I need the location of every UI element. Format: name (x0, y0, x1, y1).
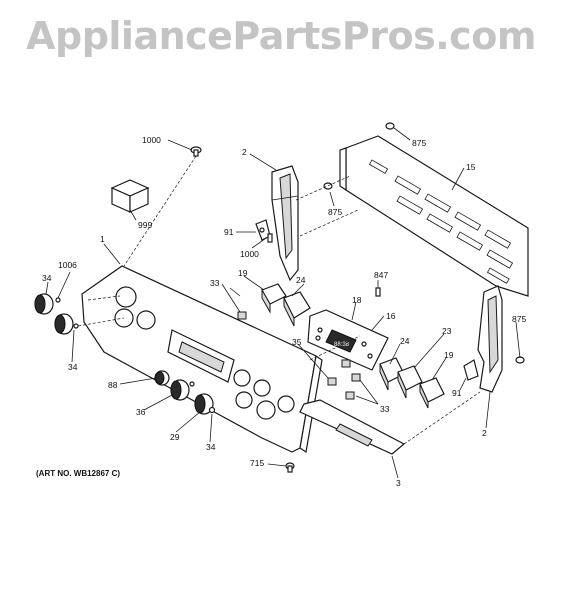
callout-33-top: 33 (210, 278, 220, 288)
callout-875-top: 875 (412, 138, 426, 148)
callout-24-mid: 24 (400, 336, 410, 346)
clip-35-a (327, 377, 337, 386)
callout-19-top: 19 (238, 268, 248, 278)
electronic-control-board: 88:88 (307, 309, 389, 371)
callout-29: 29 (170, 432, 180, 442)
box-999 (110, 179, 150, 213)
callout-34-left: 34 (42, 273, 52, 283)
callout-1000-mid: 1000 (240, 249, 259, 259)
callout-15: 15 (466, 162, 476, 172)
callout-18: 18 (352, 295, 362, 305)
callout-24-top: 24 (296, 275, 306, 285)
callout-36: 36 (136, 407, 146, 417)
lower-trim-strip (299, 399, 406, 455)
right-end-cap (477, 285, 503, 393)
screw-34-left (73, 323, 79, 329)
screw-1006 (55, 297, 61, 303)
clip-33-bottom-a (345, 391, 355, 400)
callout-847: 847 (374, 270, 388, 280)
callout-715: 715 (250, 458, 264, 468)
callout-875-mid: 875 (328, 207, 342, 217)
clip-33-top (237, 311, 247, 320)
callout-33-bottom: 33 (380, 404, 390, 414)
screw-875-top (385, 122, 395, 130)
callout-1000-top: 1000 (142, 135, 161, 145)
callout-23: 23 (442, 326, 452, 336)
callout-91-right: 91 (452, 388, 462, 398)
callout-35: 35 (292, 337, 302, 347)
watermark-text: AppliancePartsPros.com (26, 14, 536, 58)
callout-2-top: 2 (242, 147, 247, 157)
callout-91-top: 91 (224, 227, 234, 237)
clip-33-bottom-b (351, 373, 361, 382)
callout-1006: 1006 (58, 260, 77, 270)
bracket-91-right (463, 359, 479, 381)
left-end-cap (271, 165, 299, 282)
switch-top-24 (283, 291, 311, 327)
screw-1000-mid (267, 233, 273, 243)
callout-875-right: 875 (512, 314, 526, 324)
callout-3: 3 (396, 478, 401, 488)
screw-715 (285, 462, 295, 473)
knob-left-upper (34, 293, 54, 315)
infinite-switch-top-19 (261, 283, 287, 314)
art-number: (ART NO. WB12867 C) (36, 469, 120, 478)
callout-88: 88 (108, 380, 118, 390)
clip-35-b (341, 359, 351, 368)
rear-back-panel (339, 135, 529, 297)
switch-23 (397, 365, 423, 399)
callout-999: 999 (138, 220, 152, 230)
callout-16: 16 (386, 311, 396, 321)
screw-88 (189, 381, 195, 387)
callout-1: 1 (100, 234, 105, 244)
screw-847 (375, 287, 381, 297)
switch-mid-19 (419, 377, 445, 409)
screw-34-bottom (208, 406, 216, 414)
callout-34-bottom-left: 34 (68, 362, 78, 372)
callout-2-right: 2 (482, 428, 487, 438)
callout-19-mid: 19 (444, 350, 454, 360)
knob-left-lower (54, 313, 74, 335)
screw-1000-top (190, 146, 202, 157)
knob-88 (154, 370, 170, 386)
callout-34-bottom: 34 (206, 442, 216, 452)
screw-875-mid (323, 182, 333, 190)
knob-29 (194, 393, 214, 415)
knob-36 (170, 379, 190, 401)
control-panel (81, 265, 323, 454)
